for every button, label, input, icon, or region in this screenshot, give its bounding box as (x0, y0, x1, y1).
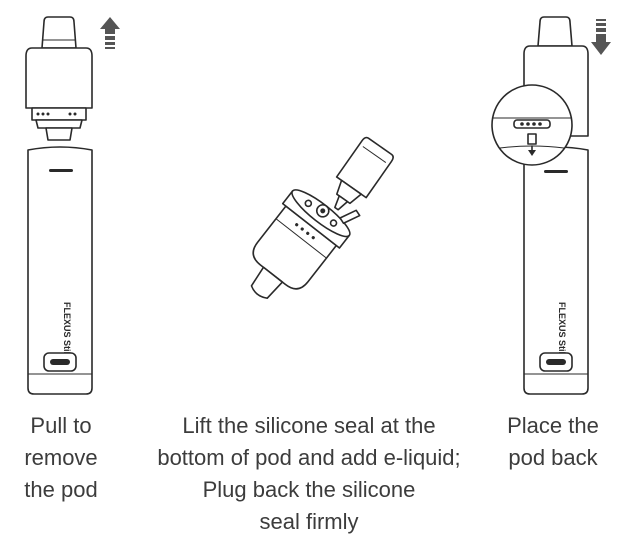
battery-body: FLEXUS Stik (523, 146, 589, 395)
step-2-figure (250, 136, 394, 299)
step-1-caption: Pull to remove the pod (24, 413, 98, 502)
step-1-figure: FLEXUS Stik (25, 16, 120, 395)
step-3-caption: Place the pod back (507, 413, 599, 470)
pod (25, 16, 93, 141)
down-arrow-icon (591, 19, 611, 55)
step-2-caption: Lift the silicone seal at the bottom of … (157, 413, 461, 534)
brand-label: FLEXUS (62, 302, 72, 338)
connector-callout (491, 84, 573, 166)
battery-body: FLEXUS Stik (27, 146, 93, 395)
up-arrow-icon (100, 17, 120, 49)
model-label: Stik (62, 340, 72, 358)
eliquid-bottle (334, 136, 394, 211)
brand-label: FLEXUS (557, 302, 567, 338)
model-label: Stik (557, 340, 567, 358)
step-3-figure: FLEXUS Stik (491, 16, 611, 395)
